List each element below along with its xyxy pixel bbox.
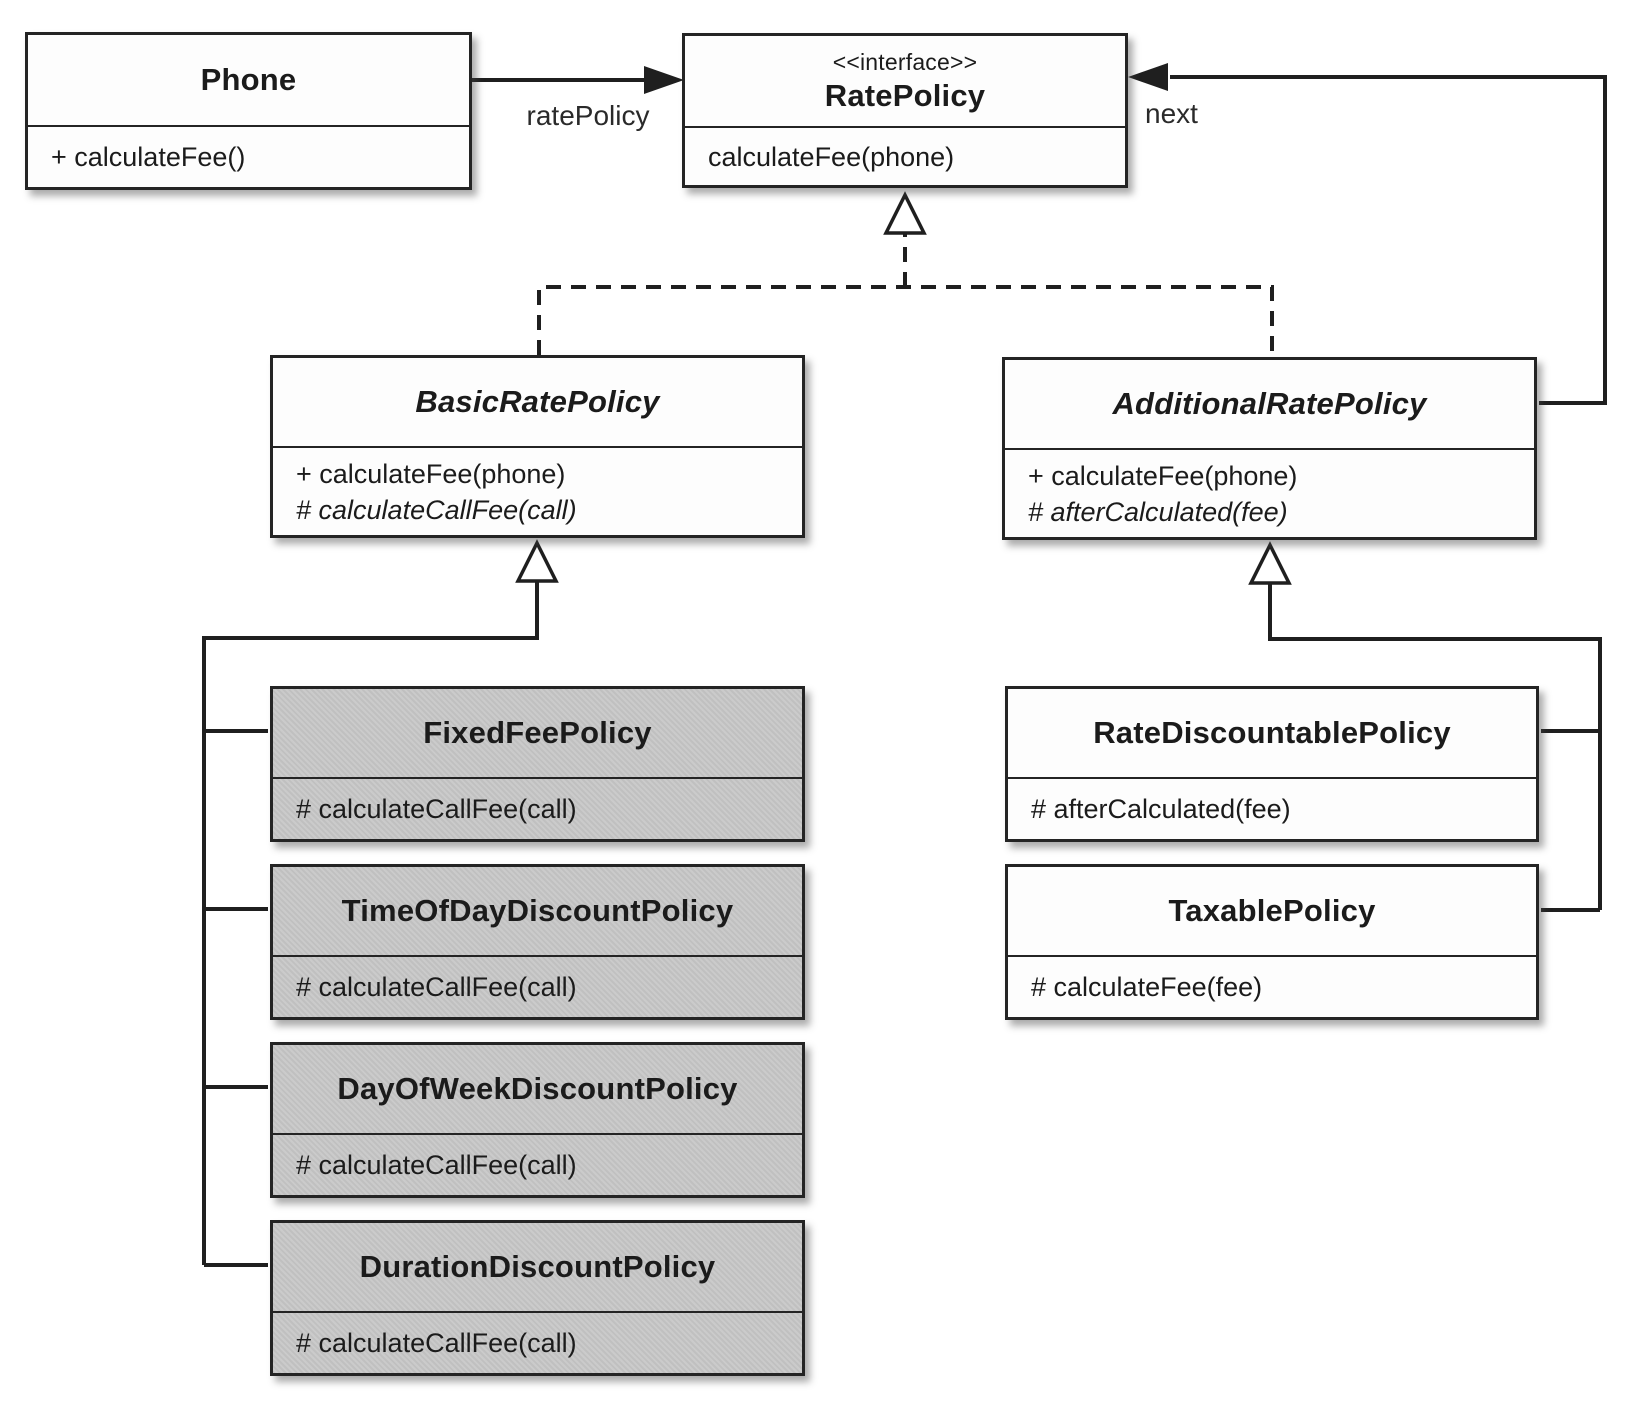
class-title-taxable-policy: TaxablePolicy	[1008, 867, 1536, 957]
class-box-duration-discount-policy: DurationDiscountPolicy # calculateCallFe…	[270, 1220, 805, 1376]
member-line: # calculateCallFee(call)	[296, 494, 577, 525]
member-line: # calculateCallFee(call)	[296, 1150, 577, 1180]
class-box-additional-rate-policy: AdditionalRatePolicy + calculateFee(phon…	[1002, 357, 1537, 540]
class-box-taxable-policy: TaxablePolicy # calculateFee(fee)	[1005, 864, 1539, 1020]
class-name: BasicRatePolicy	[415, 384, 660, 419]
class-members-rate-policy: calculateFee(phone)	[685, 128, 1125, 185]
association-rate-policy-line	[472, 66, 684, 94]
class-name: Phone	[200, 62, 297, 97]
class-members-basic-rate-policy: + calculateFee(phone) # calculateCallFee…	[273, 448, 802, 535]
member-line: # afterCalculated(fee)	[1028, 496, 1288, 527]
class-title-time-of-day-discount-policy: TimeOfDayDiscountPolicy	[273, 867, 802, 957]
class-title-day-of-week-discount-policy: DayOfWeekDiscountPolicy	[273, 1045, 802, 1135]
class-name: TaxablePolicy	[1168, 893, 1376, 928]
class-members-taxable-policy: # calculateFee(fee)	[1008, 957, 1536, 1017]
class-title-duration-discount-policy: DurationDiscountPolicy	[273, 1223, 802, 1313]
class-name: DurationDiscountPolicy	[359, 1249, 716, 1284]
member-line: + calculateFee(phone)	[1028, 460, 1298, 491]
member-line: # calculateCallFee(call)	[296, 972, 577, 1002]
class-title-rate-policy: <<interface>> RatePolicy	[685, 36, 1125, 128]
class-name: DayOfWeekDiscountPolicy	[337, 1071, 738, 1106]
stereotype-label: <<interface>>	[832, 48, 978, 75]
generalization-additional-tree	[1248, 541, 1602, 912]
class-members-phone: + calculateFee()	[28, 127, 469, 187]
realization-arrowhead	[883, 191, 927, 235]
class-name: RateDiscountablePolicy	[1093, 715, 1451, 750]
member-line: # calculateFee(fee)	[1031, 972, 1263, 1002]
class-box-rate-policy: <<interface>> RatePolicy calculateFee(ph…	[682, 33, 1128, 188]
generalization-arrowhead-additional	[1248, 541, 1292, 585]
class-box-basic-rate-policy: BasicRatePolicy + calculateFee(phone) # …	[270, 355, 805, 538]
generalization-basic-tree	[202, 539, 559, 1267]
class-name: FixedFeePolicy	[423, 715, 652, 750]
class-box-time-of-day-discount-policy: TimeOfDayDiscountPolicy # calculateCallF…	[270, 864, 805, 1020]
class-members-fixed-fee-policy: # calculateCallFee(call)	[273, 779, 802, 839]
association-next-line	[1128, 63, 1607, 405]
class-members-duration-discount-policy: # calculateCallFee(call)	[273, 1313, 802, 1373]
class-box-fixed-fee-policy: FixedFeePolicy # calculateCallFee(call)	[270, 686, 805, 842]
class-name: AdditionalRatePolicy	[1112, 386, 1427, 421]
class-title-phone: Phone	[28, 35, 469, 127]
association-label-next: next	[1145, 98, 1198, 129]
member-line: # afterCalculated(fee)	[1031, 794, 1291, 824]
class-title-fixed-fee-policy: FixedFeePolicy	[273, 689, 802, 779]
member-line: + calculateFee()	[51, 142, 246, 172]
class-box-phone: Phone + calculateFee()	[25, 32, 472, 190]
member-line: # calculateCallFee(call)	[296, 1328, 577, 1358]
class-name: TimeOfDayDiscountPolicy	[341, 893, 734, 928]
class-title-rate-discountable-policy: RateDiscountablePolicy	[1008, 689, 1536, 779]
member-line: # calculateCallFee(call)	[296, 794, 577, 824]
class-name: RatePolicy	[824, 77, 986, 113]
class-members-rate-discountable-policy: # afterCalculated(fee)	[1008, 779, 1536, 839]
generalization-arrowhead-basic	[515, 539, 559, 583]
realization-links	[537, 191, 1274, 357]
class-members-day-of-week-discount-policy: # calculateCallFee(call)	[273, 1135, 802, 1195]
class-box-day-of-week-discount-policy: DayOfWeekDiscountPolicy # calculateCallF…	[270, 1042, 805, 1198]
member-line: calculateFee(phone)	[708, 141, 955, 172]
class-box-rate-discountable-policy: RateDiscountablePolicy # afterCalculated…	[1005, 686, 1539, 842]
class-title-additional-rate-policy: AdditionalRatePolicy	[1005, 360, 1534, 450]
member-line: + calculateFee(phone)	[296, 458, 566, 489]
class-members-additional-rate-policy: + calculateFee(phone) # afterCalculated(…	[1005, 450, 1534, 537]
class-title-basic-rate-policy: BasicRatePolicy	[273, 358, 802, 448]
association-label-rate-policy: ratePolicy	[526, 100, 650, 131]
class-members-time-of-day-discount-policy: # calculateCallFee(call)	[273, 957, 802, 1017]
